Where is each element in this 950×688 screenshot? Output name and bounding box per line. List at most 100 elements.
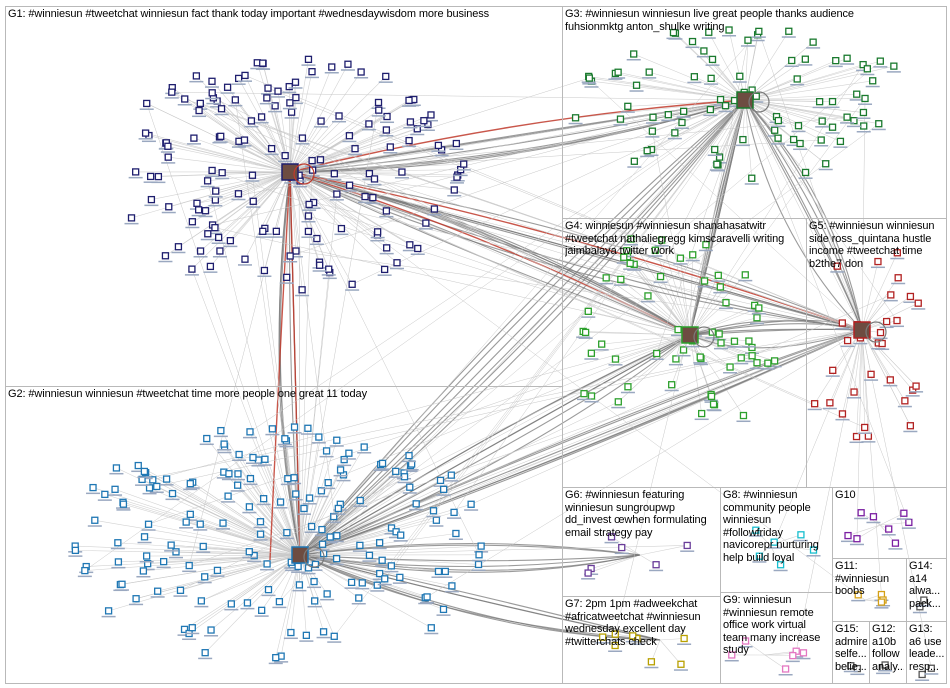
- node-label-stub: [840, 345, 855, 348]
- node-label-stub: [790, 83, 805, 86]
- node-label-stub: [798, 64, 813, 66]
- node: [427, 111, 435, 119]
- node: [308, 156, 316, 165]
- edge: [814, 329, 863, 404]
- node-label-stub: [377, 583, 392, 586]
- node-label-stub: [705, 64, 720, 66]
- node: [847, 662, 855, 670]
- node-label-stub: [752, 561, 767, 563]
- node: [387, 562, 396, 570]
- node: [144, 560, 152, 568]
- node-label-stub: [285, 569, 300, 572]
- node: [287, 628, 295, 637]
- node: [316, 156, 325, 164]
- edge: [299, 554, 641, 568]
- node: [876, 328, 885, 337]
- node: [345, 132, 354, 140]
- node: [271, 102, 279, 110]
- edge: [180, 334, 691, 591]
- node: [620, 253, 628, 261]
- node-label-stub: [749, 101, 764, 103]
- node: [176, 586, 185, 594]
- node-label-stub: [674, 127, 689, 129]
- node: [785, 27, 793, 35]
- node-label-stub: [379, 252, 394, 255]
- node: [274, 87, 282, 95]
- node-label-stub: [915, 679, 930, 681]
- node: [333, 190, 341, 198]
- node: [602, 274, 610, 282]
- node: [305, 494, 314, 502]
- node-label-stub: [447, 517, 462, 519]
- node: [380, 265, 389, 274]
- node: [114, 539, 122, 547]
- node: [624, 102, 632, 110]
- node-label-stub: [444, 590, 459, 593]
- node-label-stub: [352, 550, 367, 552]
- group-label-g13: G13: a6 use leade... resp...: [909, 623, 944, 673]
- edge: [204, 554, 301, 653]
- node-label-stub: [685, 46, 700, 49]
- node: [652, 561, 660, 569]
- edge: [744, 60, 881, 101]
- node-label-stub: [640, 155, 655, 158]
- node-label-stub: [751, 312, 766, 315]
- node-label-stub: [676, 354, 691, 357]
- node-label-stub: [197, 581, 212, 584]
- node-label-stub: [709, 169, 724, 171]
- node-label-stub: [306, 207, 321, 210]
- node-label-stub: [144, 204, 159, 207]
- edge: [659, 639, 682, 665]
- edge: [189, 329, 863, 566]
- edge: [191, 171, 291, 270]
- node-label-stub: [253, 526, 268, 529]
- node: [382, 126, 391, 134]
- node: [916, 603, 924, 611]
- node: [725, 26, 733, 34]
- node: [224, 492, 232, 500]
- node-label-stub: [198, 657, 213, 660]
- node: [664, 111, 672, 119]
- node: [630, 50, 638, 58]
- node: [112, 464, 121, 472]
- node-label-stub: [379, 134, 394, 137]
- node-label-stub: [891, 282, 906, 285]
- node: [671, 129, 679, 137]
- edge: [267, 87, 863, 331]
- node: [149, 476, 157, 484]
- edge: [744, 99, 848, 118]
- node: [259, 59, 267, 67]
- node-label-stub: [307, 586, 322, 589]
- node-label-stub: [342, 190, 357, 192]
- node-label-stub: [304, 531, 319, 534]
- node-label-stub: [200, 185, 215, 188]
- node-label-stub: [300, 433, 315, 435]
- node: [386, 143, 394, 151]
- edge: [618, 334, 691, 403]
- node-label-stub: [864, 379, 879, 381]
- node-label-stub: [903, 430, 918, 433]
- node-label-stub: [404, 469, 419, 471]
- node-label-stub: [418, 228, 433, 230]
- node-label-stub: [812, 106, 827, 109]
- edge: [744, 99, 823, 122]
- node-label-stub: [191, 214, 206, 217]
- edge: [289, 171, 330, 270]
- node: [292, 93, 300, 102]
- node: [853, 90, 861, 98]
- group-box-g11: G11: #winniesun boobs: [832, 558, 907, 622]
- edge: [299, 440, 338, 556]
- edge: [758, 31, 863, 331]
- node-label-stub: [305, 76, 320, 79]
- node: [818, 117, 826, 125]
- node: [374, 228, 382, 236]
- node: [259, 227, 267, 235]
- node: [721, 102, 730, 110]
- node-label-stub: [372, 547, 387, 550]
- node-label-stub: [714, 347, 729, 350]
- node-label-stub: [798, 177, 813, 179]
- node: [335, 112, 343, 120]
- node: [365, 551, 374, 559]
- node: [689, 251, 697, 259]
